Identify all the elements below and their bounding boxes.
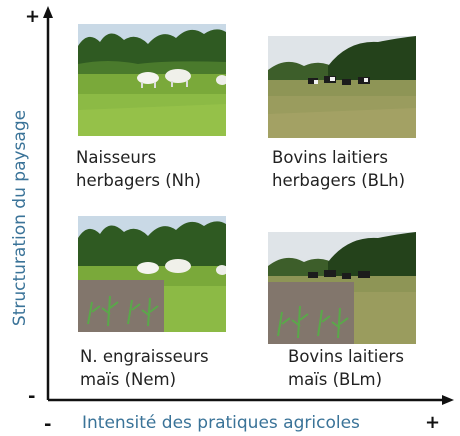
photo-bovins-laitiers-herbagers: [268, 36, 416, 138]
y-axis-minus: -: [28, 386, 36, 407]
label-bovins-laitiers-mais: Bovins laitiers maïs (BLm): [288, 347, 404, 389]
photo-naisseurs-herbagers: [78, 24, 226, 136]
y-axis-arrow: [43, 6, 53, 18]
x-axis-label: Intensité des pratiques agricoles: [82, 413, 360, 433]
y-axis-label: Structuration du paysage: [10, 109, 30, 327]
label-bovins-laitiers-herbagers: Bovins laitiers herbagers (BLh): [272, 148, 406, 190]
y-axis-plus: +: [25, 6, 41, 27]
photo-bovins-laitiers-mais: [268, 232, 416, 344]
x-axis-minus: -: [44, 414, 52, 435]
label-naisseurs-engraisseurs-mais: N. engraisseurs maïs (Nem): [80, 347, 209, 389]
x-axis-plus: +: [425, 412, 441, 433]
label-naisseurs-herbagers: Naisseurs herbagers (Nh): [76, 148, 201, 190]
photo-naisseurs-engraisseurs-mais: [78, 216, 226, 332]
x-axis-arrow: [442, 395, 454, 405]
